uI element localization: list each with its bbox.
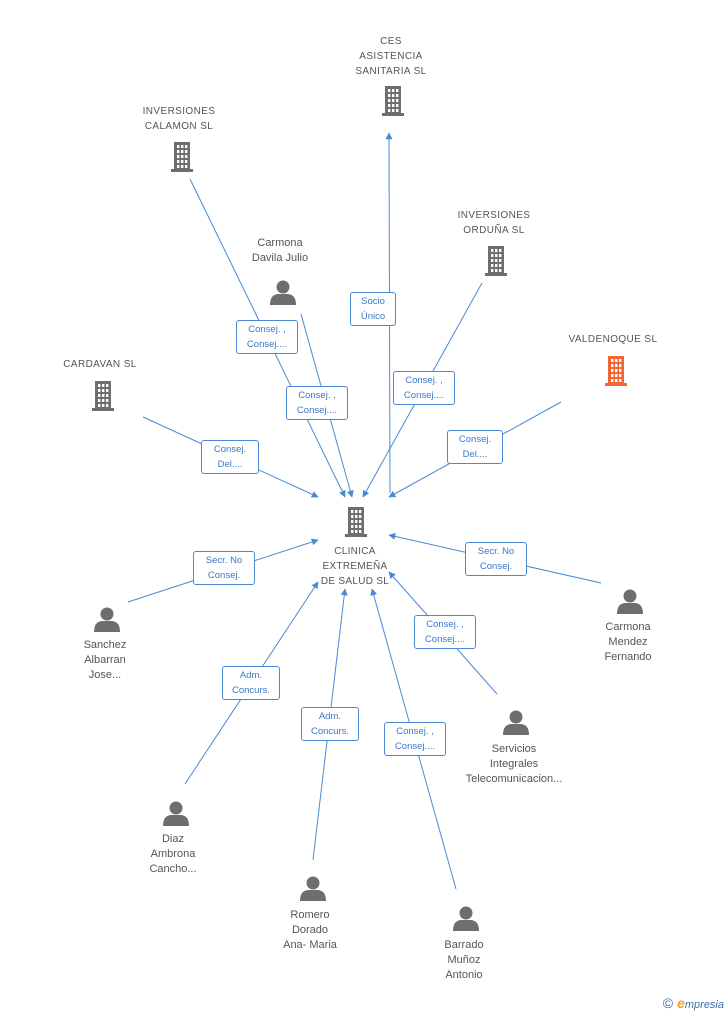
edge-label-carmona_davila[interactable]: Consej. , Consej.... [286, 386, 348, 420]
center-company-label[interactable]: CLINICA EXTREMEÑA DE SALUD SL [320, 546, 390, 587]
edge-label-cardavan[interactable]: Consej. Del.... [201, 440, 259, 474]
footer-brand: © empresia [663, 995, 724, 1011]
romero-person-icon[interactable] [300, 876, 326, 902]
edge-label-ordunya[interactable]: Consej. , Consej.... [393, 371, 455, 405]
edge-label-romero[interactable]: Adm. Concurs. [301, 707, 359, 741]
sanchez-person-icon[interactable] [94, 607, 120, 633]
calamon-building-icon[interactable] [171, 142, 193, 172]
edge-label-carmona_mendez[interactable]: Secr. No Consej. [465, 542, 527, 576]
ces-building-icon[interactable] [382, 86, 404, 116]
cardavan-building-icon[interactable] [92, 381, 114, 411]
carmona_davila-person-icon[interactable] [270, 280, 296, 306]
edge-label-ces[interactable]: Socio Único [350, 292, 396, 326]
copyright-mark: © [662, 995, 674, 1011]
edge-label-servicios[interactable]: Consej. , Consej.... [414, 615, 476, 649]
sanchez-label[interactable]: Sanchez Albarran Jose... [83, 639, 127, 681]
cardavan-label[interactable]: CARDAVAN SL [63, 359, 137, 370]
ordunya-label[interactable]: INVERSIONES ORDUÑA SL [457, 210, 531, 236]
ces-label[interactable]: CES ASISTENCIA SANITARIA SL [355, 36, 427, 77]
diaz-label[interactable]: Diaz Ambrona Cancho... [149, 833, 197, 875]
romero-label[interactable]: Romero Dorado Ana- Maria [283, 909, 337, 951]
calamon-label[interactable]: INVERSIONES CALAMON SL [142, 106, 216, 132]
barrado-label[interactable]: Barrado Muñoz Antonio [444, 939, 484, 981]
brand-logo[interactable]: empresia [677, 995, 724, 1011]
valdenoque-building-icon[interactable] [605, 356, 627, 386]
carmona_mendez-person-icon[interactable] [617, 589, 643, 615]
center-company-building-icon[interactable] [345, 507, 367, 537]
ordunya-building-icon[interactable] [485, 246, 507, 276]
edge-label-sanchez[interactable]: Secr. No Consej. [193, 551, 255, 585]
servicios-label[interactable]: Servicios Integrales Telecomunicacion... [465, 743, 563, 785]
edge-label-diaz[interactable]: Adm. Concurs. [222, 666, 280, 700]
carmona_mendez-label[interactable]: Carmona Mendez Fernando [604, 621, 652, 663]
edge-label-barrado[interactable]: Consej. , Consej.... [384, 722, 446, 756]
barrado-person-icon[interactable] [453, 906, 479, 932]
diaz-person-icon[interactable] [163, 801, 189, 827]
edge-label-calamon[interactable]: Consej. , Consej.... [236, 320, 298, 354]
icons-layer [92, 86, 643, 931]
valdenoque-label[interactable]: VALDENOQUE SL [568, 334, 658, 345]
brand-initial: e [677, 995, 685, 1011]
carmona_davila-label[interactable]: Carmona Davila Julio [251, 237, 309, 264]
edge-label-valdenoque[interactable]: Consej. Del.... [447, 430, 503, 464]
brand-name: mpresia [684, 999, 724, 1011]
servicios-person-icon[interactable] [503, 710, 529, 736]
